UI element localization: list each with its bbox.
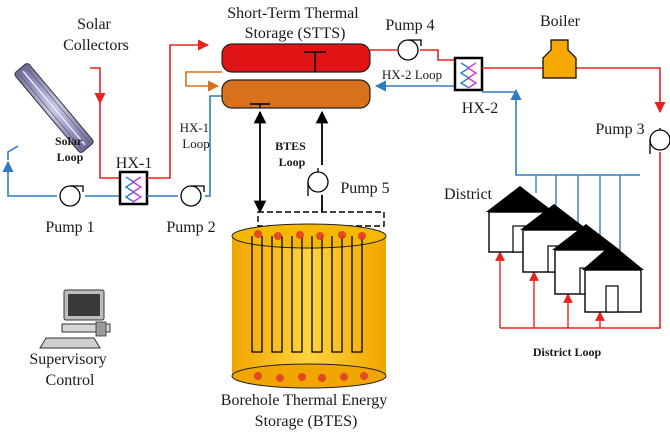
btes-loop-label: BTES Loop (275, 139, 309, 169)
hx-2-icon (453, 56, 484, 92)
stts-tank (221, 43, 371, 109)
solar-collectors-label: Solar Collectors (63, 16, 129, 54)
pump-1-label: Pump 1 (45, 219, 94, 236)
hx-1-loop-pipes (147, 39, 222, 197)
hx-2-label: HX-2 (462, 100, 498, 117)
solar-loop-label: Solar Loop (55, 134, 85, 164)
hx-1-icon (118, 170, 149, 206)
supervisory-control-label: Supervisory Control (29, 351, 110, 389)
solar-collector (14, 63, 94, 153)
hx-2-loop-label: HX-2 Loop (382, 67, 442, 82)
district-loop-label: District Loop (533, 345, 602, 359)
hx-1-loop-label: HX-1 Loop (180, 120, 213, 151)
computer-icon (39, 289, 111, 349)
pump-2-icon (180, 185, 205, 207)
stts-label: Short-Term Thermal Storage (STTS) (227, 5, 362, 42)
house-4-icon (582, 244, 644, 313)
btes-label: Borehole Thermal Energy Storage (BTES) (221, 392, 391, 430)
hx-1-label: HX-1 (116, 155, 152, 172)
pump-5-label: Pump 5 (340, 180, 389, 197)
pump-4-label: Pump 4 (385, 17, 434, 34)
pump-2-label: Pump 2 (166, 219, 215, 236)
boiler-icon (542, 39, 577, 79)
pump-3-label: Pump 3 (595, 121, 644, 138)
pump-1-icon (59, 185, 84, 207)
pump-3-icon (649, 128, 670, 154)
btes-loop-pipes (253, 110, 385, 227)
district-label: District (444, 186, 493, 203)
district-houses (486, 186, 644, 313)
district-supply-pipes (482, 67, 666, 329)
pump-5-icon (307, 168, 329, 196)
btes-cylinder (231, 223, 387, 389)
boiler-label: Boiler (540, 13, 581, 30)
pump-4-icon (397, 39, 422, 61)
solar-loop-pipes (2, 67, 120, 197)
hx-2-loop-pipes (370, 49, 455, 92)
